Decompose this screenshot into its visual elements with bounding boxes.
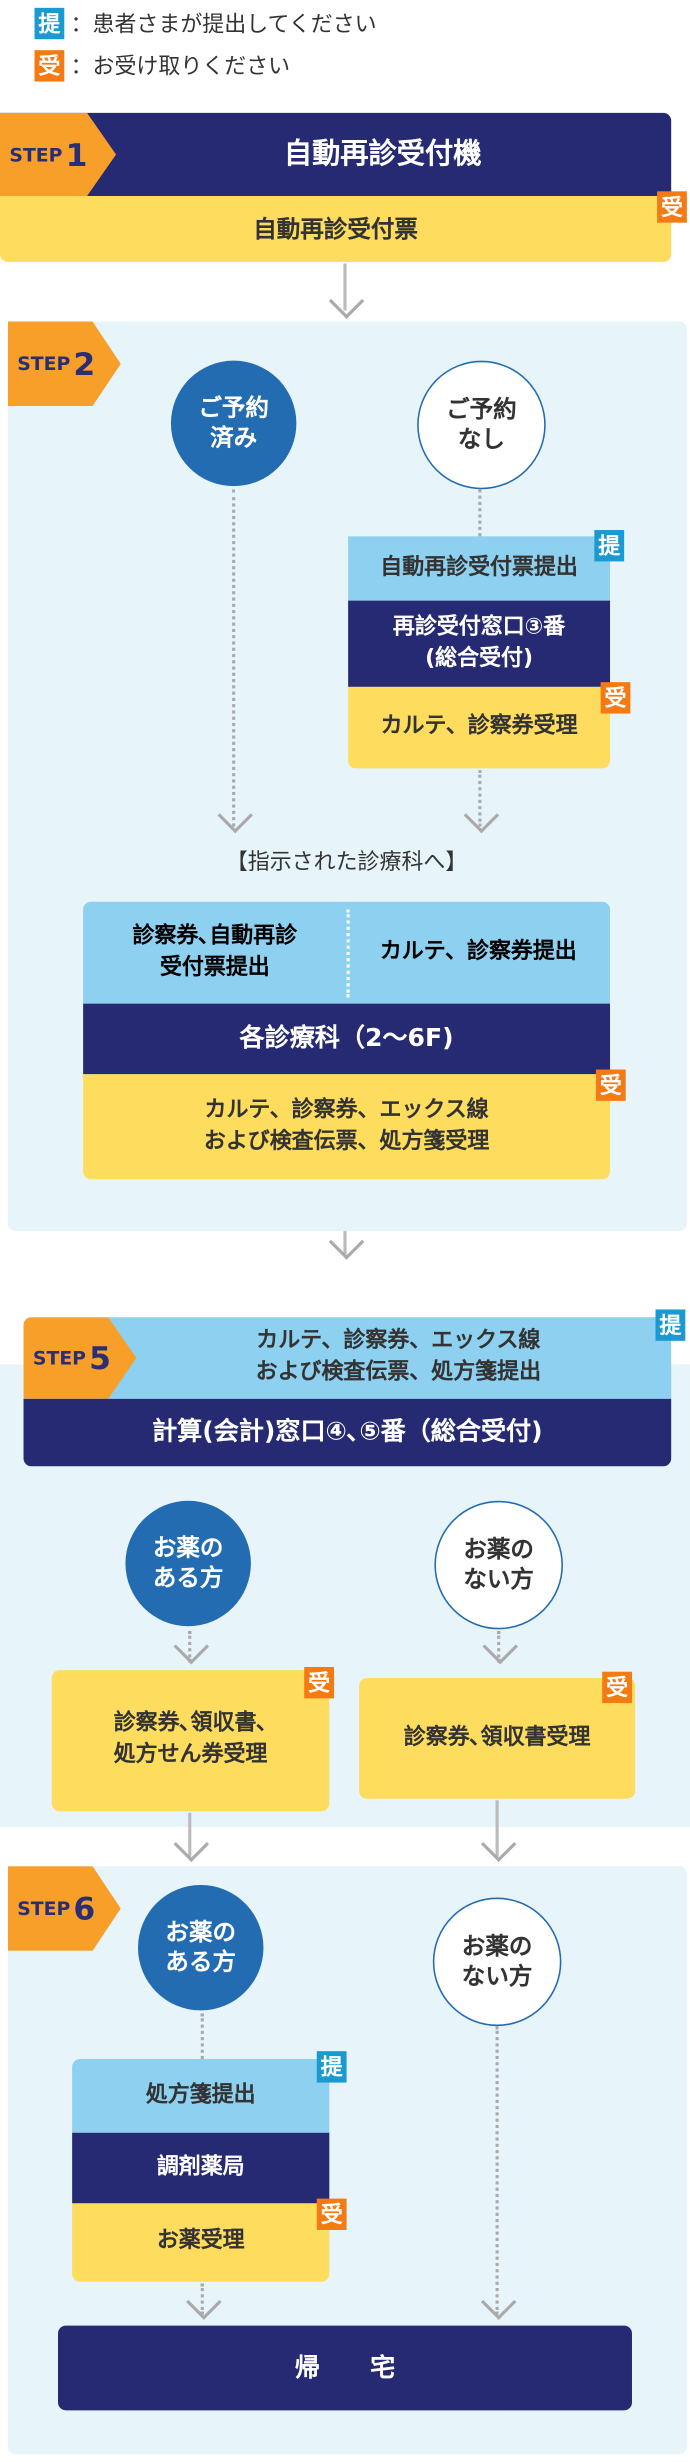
receive-without-medicine: 診察券､領収書受理 (359, 1677, 636, 1799)
receive-badge: 受 (316, 2198, 347, 2230)
arrow-down-icon (173, 1826, 210, 1862)
receive-badge: 受 (34, 50, 65, 82)
go-home: 帰 宅 (58, 2325, 632, 2411)
receive-chart: カルテ、診察券受理 (348, 686, 611, 769)
not-reserved-circle: ご予約なし (417, 360, 546, 490)
submit-badge: 提 (655, 1309, 686, 1341)
submit-badge: 提 (316, 2051, 347, 2083)
receive-medicine: お薬受理 (72, 2203, 330, 2282)
with-medicine-circle: お薬の ある方 (138, 1884, 264, 2011)
arrow-down-icon (328, 283, 365, 319)
auto-reception-ticket: 自動再診受付票 (0, 196, 672, 262)
legend-receive: 受 ：お受け取りください (34, 50, 291, 82)
dept-submit-left: 診察券､自動再診 受付票提出 (132, 923, 298, 980)
step5-submit: カルテ、診察券、エックス線 および検査伝票、処方箋提出 (23, 1317, 672, 1399)
payment-window: 計算(会計)窓口④､⑤番（総合受付) (23, 1398, 672, 1467)
submit-badge: 提 (594, 530, 625, 562)
legend-text: ：お受け取りください (70, 54, 291, 80)
departments: 各診療科（2～6F) (83, 1003, 611, 1075)
submit-badge: 提 (34, 7, 65, 40)
with-medicine-circle: お薬の ある方 (125, 1500, 251, 1627)
pharmacy: 調剤薬局 (72, 2132, 330, 2204)
receive-badge: 受 (600, 682, 631, 714)
receive-badge: 受 (657, 191, 687, 223)
dept-receive: カルテ、診察券、エックス線 および検査伝票、処方箋受理 (83, 1074, 611, 1180)
reception-window-3: 再診受付窓口③番 (総合受付) (348, 600, 611, 687)
dept-submit-right: カルテ、診察券提出 (379, 938, 577, 964)
submit-ticket: 自動再診受付票提出 (348, 536, 611, 601)
without-medicine-circle: お薬の ない方 (434, 1500, 563, 1630)
arrow-down-icon (480, 1826, 517, 1862)
legend-text: ：患者さまが提出してください (70, 12, 377, 38)
receive-with-medicine: 診察券､領収書､ 処方せん券受理 (51, 1670, 330, 1812)
instruction-text: 【指示された診療科へ】 (225, 850, 468, 876)
legend-submit: 提 ：患者さまが提出してください (34, 7, 377, 40)
receive-badge: 受 (304, 1666, 335, 1699)
submit-prescription: 処方箋提出 (72, 2059, 330, 2133)
reserved-circle: ご予約済み (170, 360, 297, 487)
receive-badge: 受 (595, 1069, 626, 1101)
receive-badge: 受 (602, 1671, 632, 1704)
without-medicine-circle: お薬の ない方 (432, 1897, 562, 2027)
